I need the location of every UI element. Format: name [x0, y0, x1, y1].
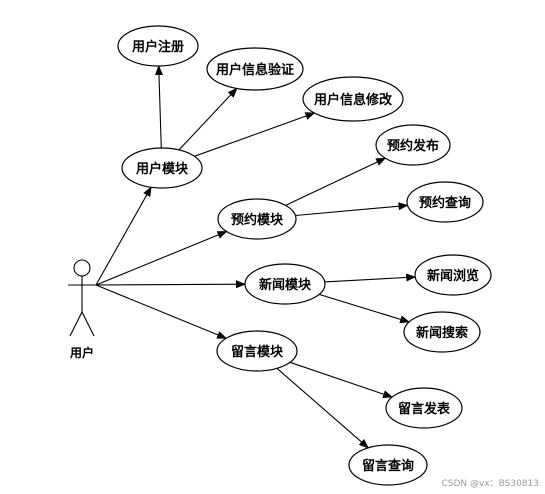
arrow-message-module-to-message-post	[289, 361, 394, 398]
use-case-booking-publish: 预约发布	[375, 124, 451, 166]
use-case-news-browse: 新闻浏览	[414, 254, 492, 296]
arrow-user-to-user-module	[95, 186, 152, 286]
arrow-user-to-news-module	[95, 280, 246, 289]
use-case-label: 留言发表	[398, 401, 451, 417]
arrow-news-module-to-news-search	[318, 293, 411, 324]
association-arrows	[95, 65, 417, 449]
use-case-ellipse	[414, 254, 492, 296]
use-case-message-query: 留言查询	[348, 444, 428, 486]
use-case-label: 留言模块	[231, 344, 284, 360]
use-case-label: 新闻搜索	[416, 325, 468, 341]
use-case-message-post: 留言发表	[385, 387, 463, 429]
use-case-ellipse	[403, 311, 481, 353]
use-case-label: 用户注册	[131, 39, 184, 55]
use-case-news-module: 新闻模块	[244, 263, 326, 305]
actor-right-leg	[81, 311, 95, 337]
use-case-ellipse	[121, 147, 203, 189]
use-case-label: 预约发布	[387, 138, 439, 154]
use-case-news-search: 新闻搜索	[403, 311, 481, 353]
use-case-ellipse	[375, 124, 451, 166]
arrow-booking-module-to-booking-publish	[285, 157, 387, 206]
arrow-user-module-to-user-info-verify	[178, 87, 238, 151]
actor-figure: 用户	[68, 259, 96, 360]
use-case-ellipse	[206, 47, 304, 91]
use-case-booking-module: 预约模块	[217, 198, 297, 240]
arrow-message-module-to-message-query	[276, 367, 369, 449]
use-case-label: 用户信息验证	[215, 62, 294, 78]
actor-label: 用户	[69, 345, 94, 360]
arrow-news-module-to-news-browse	[324, 273, 417, 283]
use-case-ellipse	[302, 76, 404, 122]
actor-left-leg	[69, 311, 83, 337]
use-case-booking-query: 预约查询	[406, 181, 484, 223]
use-case-label: 预约查询	[419, 195, 471, 211]
arrow-user-module-to-user-register	[154, 65, 163, 149]
use-case-ellipse	[244, 263, 326, 305]
actor-head	[73, 259, 91, 277]
use-case-user-module: 用户模块	[121, 147, 203, 189]
use-case-message-module: 留言模块	[216, 330, 298, 372]
use-case-ellipse	[217, 198, 297, 240]
watermark-text: CSDN @vx：BS30813	[441, 479, 539, 489]
use-case-label: 用户信息修改	[313, 92, 393, 108]
use-case-label: 新闻模块	[259, 277, 312, 293]
use-case-user-info-verify: 用户信息验证	[206, 47, 304, 91]
use-case-ellipse	[406, 181, 484, 223]
arrow-user-module-to-user-info-edit	[194, 112, 316, 157]
use-case-ellipse	[348, 444, 428, 486]
use-case-ellipse	[385, 387, 463, 429]
use-case-user-register: 用户注册	[117, 25, 199, 67]
use-case-ellipse	[117, 25, 199, 67]
use-case-label: 用户模块	[135, 161, 189, 177]
arrow-user-to-booking-module	[95, 230, 228, 286]
arrow-booking-module-to-booking-query	[295, 202, 409, 217]
use-case-label: 留言查询	[362, 458, 414, 474]
use-case-user-info-edit: 用户信息修改	[302, 76, 404, 122]
use-case-ellipse	[216, 330, 298, 372]
use-case-label: 预约模块	[231, 212, 284, 228]
arrow-user-to-message-module	[95, 284, 228, 339]
use-case-label: 新闻浏览	[427, 268, 479, 284]
